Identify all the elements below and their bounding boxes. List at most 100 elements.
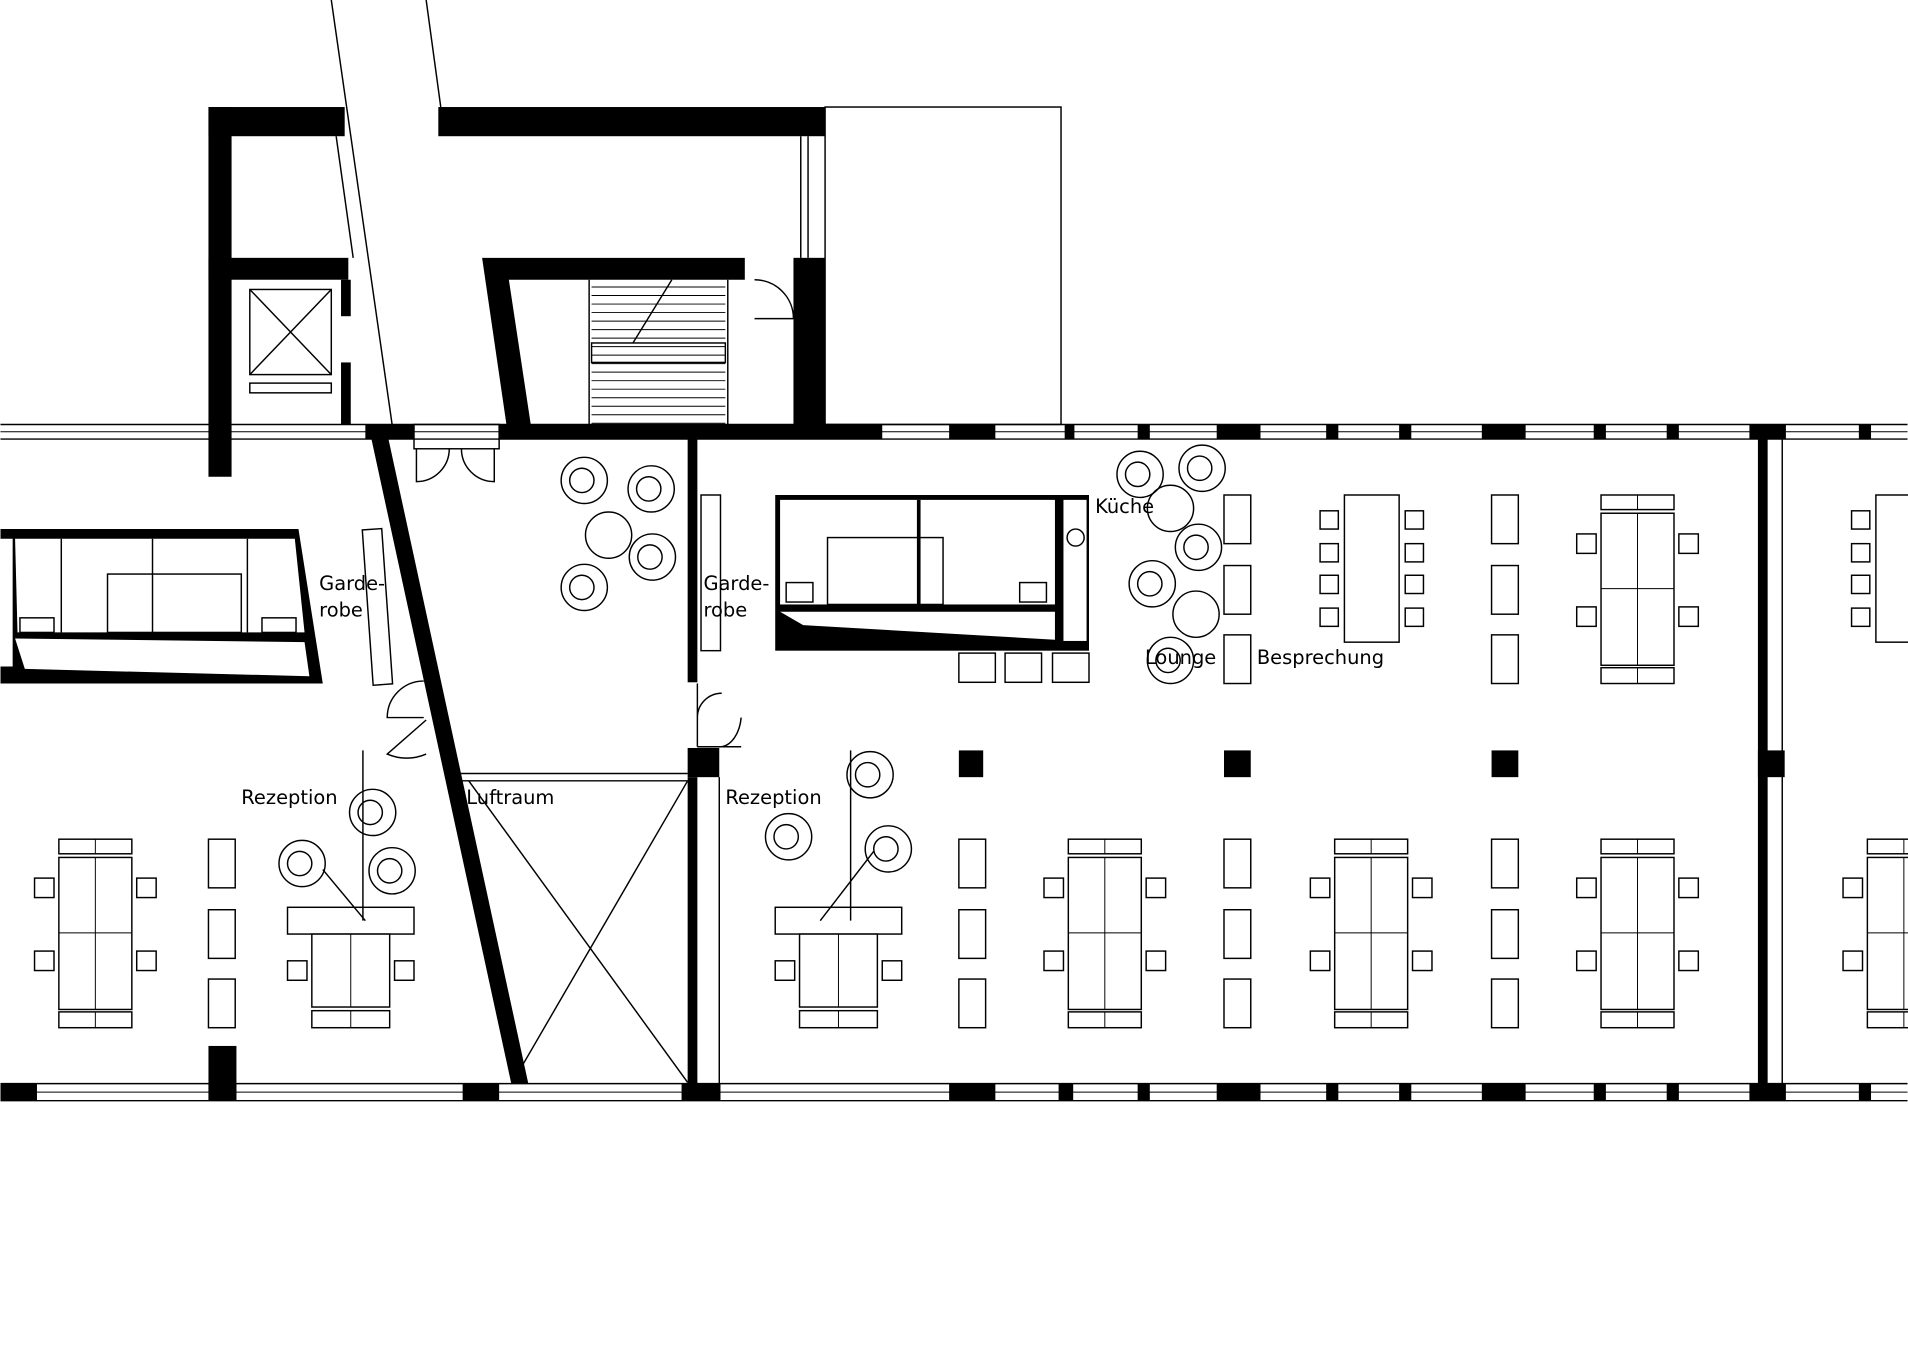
facade-pier bbox=[949, 424, 996, 440]
facade-pier bbox=[1858, 1083, 1872, 1101]
chair bbox=[286, 960, 308, 981]
desk-group bbox=[33, 838, 157, 1029]
label-rezeption-left: Rezeption bbox=[241, 786, 337, 809]
chair bbox=[1575, 877, 1597, 899]
chair bbox=[1842, 877, 1864, 899]
chair bbox=[1850, 607, 1871, 628]
lounge-chair bbox=[1178, 444, 1226, 493]
label-lounge: Lounge bbox=[1145, 646, 1216, 669]
meeting-table bbox=[1343, 494, 1400, 643]
label-besprechung: Besprechung bbox=[1257, 646, 1384, 669]
furniture bbox=[33, 444, 1908, 1029]
lounge-chair bbox=[1146, 484, 1195, 533]
chair bbox=[1404, 510, 1425, 530]
doors bbox=[385, 423, 742, 759]
cabinet bbox=[207, 978, 236, 1029]
lounge-chair bbox=[1128, 559, 1177, 608]
facade-pier bbox=[1666, 424, 1679, 440]
chair bbox=[1309, 950, 1331, 972]
desk-group bbox=[1043, 838, 1167, 1029]
chair bbox=[135, 877, 157, 899]
chair bbox=[1678, 606, 1700, 628]
lounge-chair bbox=[584, 511, 633, 559]
reception-desk bbox=[774, 750, 903, 1029]
lounge-chair bbox=[560, 563, 609, 612]
chair bbox=[33, 877, 55, 899]
chair bbox=[1411, 877, 1433, 899]
cabinet bbox=[1490, 978, 1520, 1029]
label-garderobe-right-2: robe bbox=[703, 599, 747, 622]
chair bbox=[1850, 510, 1871, 530]
facade-pier bbox=[1858, 424, 1872, 440]
lounge-chair bbox=[1172, 590, 1220, 639]
cabinet bbox=[1490, 838, 1520, 889]
facade-pier bbox=[1216, 1083, 1261, 1101]
desk-group bbox=[1309, 838, 1433, 1029]
cabinet bbox=[1223, 978, 1252, 1029]
chair bbox=[1145, 950, 1167, 972]
facade-pier bbox=[1058, 1083, 1074, 1101]
facade-pier bbox=[1593, 1083, 1606, 1101]
chair bbox=[1404, 574, 1425, 595]
lounge-chair bbox=[1116, 450, 1164, 499]
facade-pier bbox=[1326, 424, 1339, 440]
lounge-chair bbox=[348, 788, 397, 837]
cabinet bbox=[1223, 634, 1252, 685]
chair bbox=[1309, 877, 1331, 899]
interior-walls bbox=[208, 423, 1785, 1101]
cabinet bbox=[958, 838, 987, 889]
cabinet bbox=[958, 909, 987, 960]
cabinet bbox=[1490, 494, 1520, 545]
facade-pier bbox=[1399, 424, 1412, 440]
chair bbox=[1319, 542, 1340, 563]
chair bbox=[1319, 607, 1340, 628]
lounge-chair bbox=[864, 825, 913, 873]
cabinet bbox=[1490, 634, 1520, 685]
lounge-chair bbox=[368, 846, 416, 895]
chair bbox=[1850, 542, 1871, 563]
chair bbox=[135, 950, 157, 972]
chair bbox=[1319, 510, 1340, 530]
label-garderobe-left-2: robe bbox=[319, 599, 363, 622]
facade-pier bbox=[1064, 424, 1075, 440]
chair bbox=[1411, 950, 1433, 972]
desk-group bbox=[1575, 494, 1700, 685]
lounge-chair bbox=[846, 750, 894, 799]
cabinet bbox=[1223, 494, 1252, 545]
label-garderobe-left: Garde- bbox=[319, 572, 385, 595]
chair bbox=[1850, 574, 1871, 595]
lounge-chair bbox=[1174, 523, 1223, 572]
staircase bbox=[588, 279, 795, 425]
lounge-chair bbox=[764, 812, 813, 861]
desk-group bbox=[1575, 838, 1700, 1029]
luftraum-void bbox=[456, 772, 689, 1083]
building-core bbox=[208, 0, 1062, 477]
chair bbox=[393, 960, 415, 981]
chair bbox=[1319, 574, 1340, 595]
chair bbox=[774, 960, 796, 981]
lounge-chair bbox=[278, 839, 326, 888]
chair bbox=[881, 960, 903, 981]
chair bbox=[1678, 533, 1700, 555]
facade-pier bbox=[1481, 424, 1526, 440]
lounge-chair bbox=[628, 533, 677, 581]
label-luftraum: Luftraum bbox=[466, 786, 554, 809]
elevator bbox=[249, 288, 333, 394]
cabinet bbox=[1490, 564, 1520, 615]
facade-pier bbox=[1399, 1083, 1412, 1101]
cabinet bbox=[958, 978, 987, 1029]
chair bbox=[1842, 950, 1864, 972]
label-kueche: Küche bbox=[1095, 495, 1154, 518]
table bbox=[1875, 494, 1908, 643]
cabinet bbox=[1223, 909, 1252, 960]
facade-pier bbox=[1216, 424, 1261, 440]
chair bbox=[1043, 877, 1065, 899]
cabinet bbox=[207, 909, 236, 960]
chair bbox=[1404, 542, 1425, 563]
chair bbox=[1575, 606, 1597, 628]
facade-pier bbox=[949, 1083, 996, 1101]
cabinet bbox=[1223, 564, 1252, 615]
chair bbox=[1145, 877, 1167, 899]
chair bbox=[1404, 607, 1425, 628]
